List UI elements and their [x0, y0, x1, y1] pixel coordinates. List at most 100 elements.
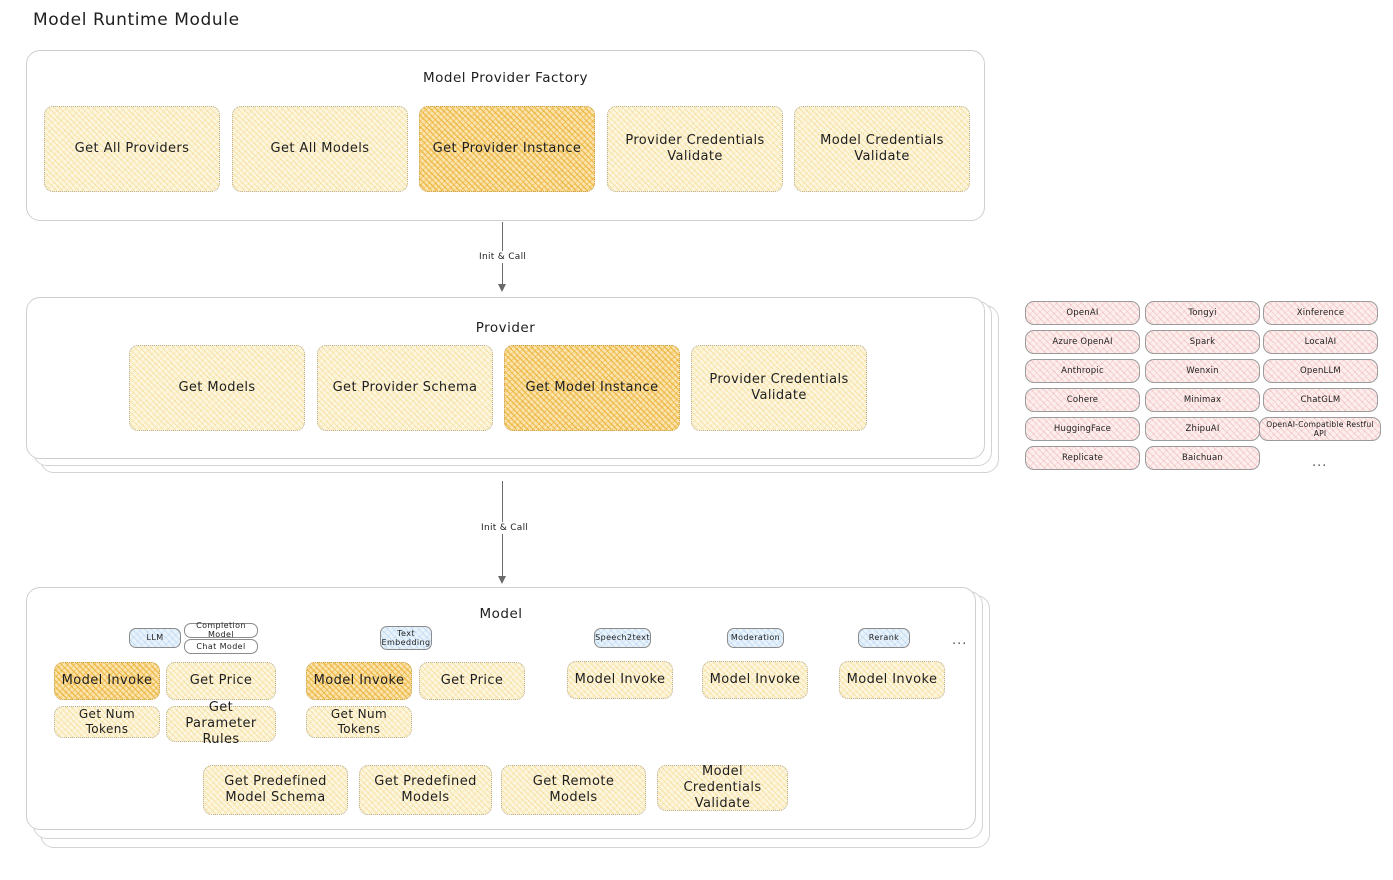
op-label: Model Invoke	[574, 672, 666, 688]
model-type-badge-moderation[interactable]: Moderation	[727, 628, 784, 648]
model-type-label: LLM	[146, 633, 164, 643]
provider-pill-label: LocalAI	[1304, 337, 1337, 347]
provider-pill-label: Baichuan	[1181, 453, 1224, 463]
factory-op-provider-credentials-validate[interactable]: Provider Credentials Validate	[607, 106, 783, 192]
model-title: Model	[479, 606, 523, 622]
model-subtype-badge-chat-model[interactable]: Chat Model	[184, 639, 258, 654]
provider-pill-xinference[interactable]: Xinference	[1263, 301, 1378, 325]
model-shared-op-get-predefined-model-schema[interactable]: Get Predefined Model Schema	[203, 765, 348, 815]
op-label: Get Parameter Rules	[185, 700, 257, 747]
model-type-label: Moderation	[730, 633, 781, 643]
provider-pill-label: Spark	[1189, 337, 1216, 347]
provider-pill-label: Anthropic	[1061, 366, 1104, 376]
llm-op-model-invoke[interactable]: Model Invoke	[54, 662, 160, 700]
op-label: Get Remote Models	[532, 774, 615, 805]
op-label: Model Credentials Validate	[683, 764, 762, 811]
provider-pill-anthropic[interactable]: Anthropic	[1025, 359, 1140, 383]
op-label: Provider Credentials Validate	[625, 133, 765, 164]
provider-pill-wenxin[interactable]: Wenxin	[1145, 359, 1260, 383]
op-label: Model Invoke	[709, 672, 801, 688]
provider-pill-zhipuai[interactable]: ZhipuAI	[1145, 417, 1260, 441]
llm-op-get-price[interactable]: Get Price	[166, 662, 276, 700]
llm-op-get-parameter-rules[interactable]: Get Parameter Rules	[166, 700, 276, 747]
model-type-label: Text Embedding	[381, 628, 431, 647]
factory-op-model-credentials-validate[interactable]: Model Credentials Validate	[794, 106, 970, 192]
provider-pill-tongyi[interactable]: Tongyi	[1145, 301, 1260, 325]
arrow-2-head	[497, 576, 506, 584]
op-label: Get Price	[189, 673, 253, 689]
provider-pill-label: OpenAI-Compatible Restful API	[1266, 420, 1374, 438]
op-label: Model Invoke	[846, 672, 938, 688]
provider-pill-openllm[interactable]: OpenLLM	[1263, 359, 1378, 383]
op-label: Get Num Tokens	[78, 707, 136, 736]
op-label: Get Models	[178, 380, 256, 396]
factory-op-get-all-models[interactable]: Get All Models	[232, 106, 408, 192]
arrow-1-label: Init & Call	[475, 251, 531, 263]
provider-pill-spark[interactable]: Spark	[1145, 330, 1260, 354]
provider-pill-chatglm[interactable]: ChatGLM	[1263, 388, 1378, 412]
arrow-1-head	[497, 284, 506, 292]
provider-pill-label: Minimax	[1183, 395, 1222, 405]
op-label: Get Price	[440, 673, 504, 689]
provider-pill-label: Replicate	[1061, 453, 1104, 463]
provider-pill-baichuan[interactable]: Baichuan	[1145, 446, 1260, 470]
provider-pill-minimax[interactable]: Minimax	[1145, 388, 1260, 412]
model-type-badge-rerank[interactable]: Rerank	[858, 628, 910, 648]
provider-pill-label: Tongyi	[1188, 308, 1217, 318]
model-subtype-badge-completion-model[interactable]: Completion Model	[184, 621, 258, 640]
provider-pill-openai-compatible-restful-api[interactable]: OpenAI-Compatible Restful API	[1259, 417, 1381, 441]
provider-list-more-indicator: ...	[1312, 455, 1328, 470]
provider-pill-cohere[interactable]: Cohere	[1025, 388, 1140, 412]
model-shared-op-get-predefined-models[interactable]: Get Predefined Models	[359, 765, 492, 815]
model-types-more-indicator: ...	[952, 633, 968, 648]
op-label: Model Invoke	[313, 673, 405, 689]
model-type-label: Rerank	[868, 633, 900, 643]
provider-pill-label: ChatGLM	[1300, 395, 1341, 405]
text-embedding-op-get-num-tokens[interactable]: Get Num Tokens	[306, 706, 412, 738]
op-label: Provider Credentials Validate	[709, 372, 849, 403]
provider-pill-label: Wenxin	[1186, 366, 1219, 376]
op-label: Get Predefined Models	[374, 774, 477, 805]
llm-op-get-num-tokens[interactable]: Get Num Tokens	[54, 706, 160, 738]
factory-op-get-provider-instance[interactable]: Get Provider Instance	[419, 106, 595, 192]
op-label: Model Invoke	[61, 673, 153, 689]
model-type-label: Speech2text	[595, 633, 650, 643]
model-type-badge-text-embedding[interactable]: Text Embedding	[380, 626, 432, 650]
arrow-2-label: Init & Call	[477, 522, 533, 534]
provider-pill-label: HuggingFace	[1053, 424, 1112, 434]
provider-pill-replicate[interactable]: Replicate	[1025, 446, 1140, 470]
model-shared-op-model-credentials-validate[interactable]: Model Credentials Validate	[657, 764, 788, 811]
text-embedding-op-get-price[interactable]: Get Price	[419, 662, 525, 700]
provider-op-get-provider-schema[interactable]: Get Provider Schema	[317, 345, 493, 431]
provider-op-get-models[interactable]: Get Models	[129, 345, 305, 431]
provider-pill-label: Cohere	[1066, 395, 1099, 405]
provider-pill-azure-openai[interactable]: Azure OpenAI	[1025, 330, 1140, 354]
moderation-op-model-invoke[interactable]: Model Invoke	[702, 661, 808, 699]
provider-pill-label: Azure OpenAI	[1052, 337, 1113, 347]
rerank-op-model-invoke[interactable]: Model Invoke	[839, 661, 945, 699]
provider-pill-huggingface[interactable]: HuggingFace	[1025, 417, 1140, 441]
provider-pill-label: OpenAI	[1066, 308, 1099, 318]
provider-pill-label: ZhipuAI	[1185, 424, 1220, 434]
op-label: Get Model Instance	[525, 380, 659, 396]
provider-op-provider-credentials-validate[interactable]: Provider Credentials Validate	[691, 345, 867, 431]
model-type-badge-llm[interactable]: LLM	[129, 628, 181, 648]
text-embedding-op-model-invoke[interactable]: Model Invoke	[306, 662, 412, 700]
page-title: Model Runtime Module	[33, 10, 240, 30]
factory-op-get-all-providers[interactable]: Get All Providers	[44, 106, 220, 192]
op-label: Get Predefined Model Schema	[224, 774, 327, 805]
provider-op-get-model-instance[interactable]: Get Model Instance	[504, 345, 680, 431]
model-type-badge-speech2text[interactable]: Speech2text	[594, 628, 651, 648]
op-label: Get All Models	[270, 141, 370, 157]
provider-pill-label: OpenLLM	[1300, 366, 1341, 376]
provider-pill-openai[interactable]: OpenAI	[1025, 301, 1140, 325]
op-label: Get Provider Instance	[432, 141, 582, 157]
op-label: Model Credentials Validate	[820, 133, 944, 164]
op-label: Get Num Tokens	[330, 707, 388, 736]
op-label: Get Provider Schema	[332, 380, 478, 396]
op-label: Get All Providers	[74, 141, 190, 157]
speech2text-op-model-invoke[interactable]: Model Invoke	[567, 661, 673, 699]
model-subtype-label: Completion Model	[196, 621, 246, 640]
model-shared-op-get-remote-models[interactable]: Get Remote Models	[501, 765, 646, 815]
provider-pill-localai[interactable]: LocalAI	[1263, 330, 1378, 354]
